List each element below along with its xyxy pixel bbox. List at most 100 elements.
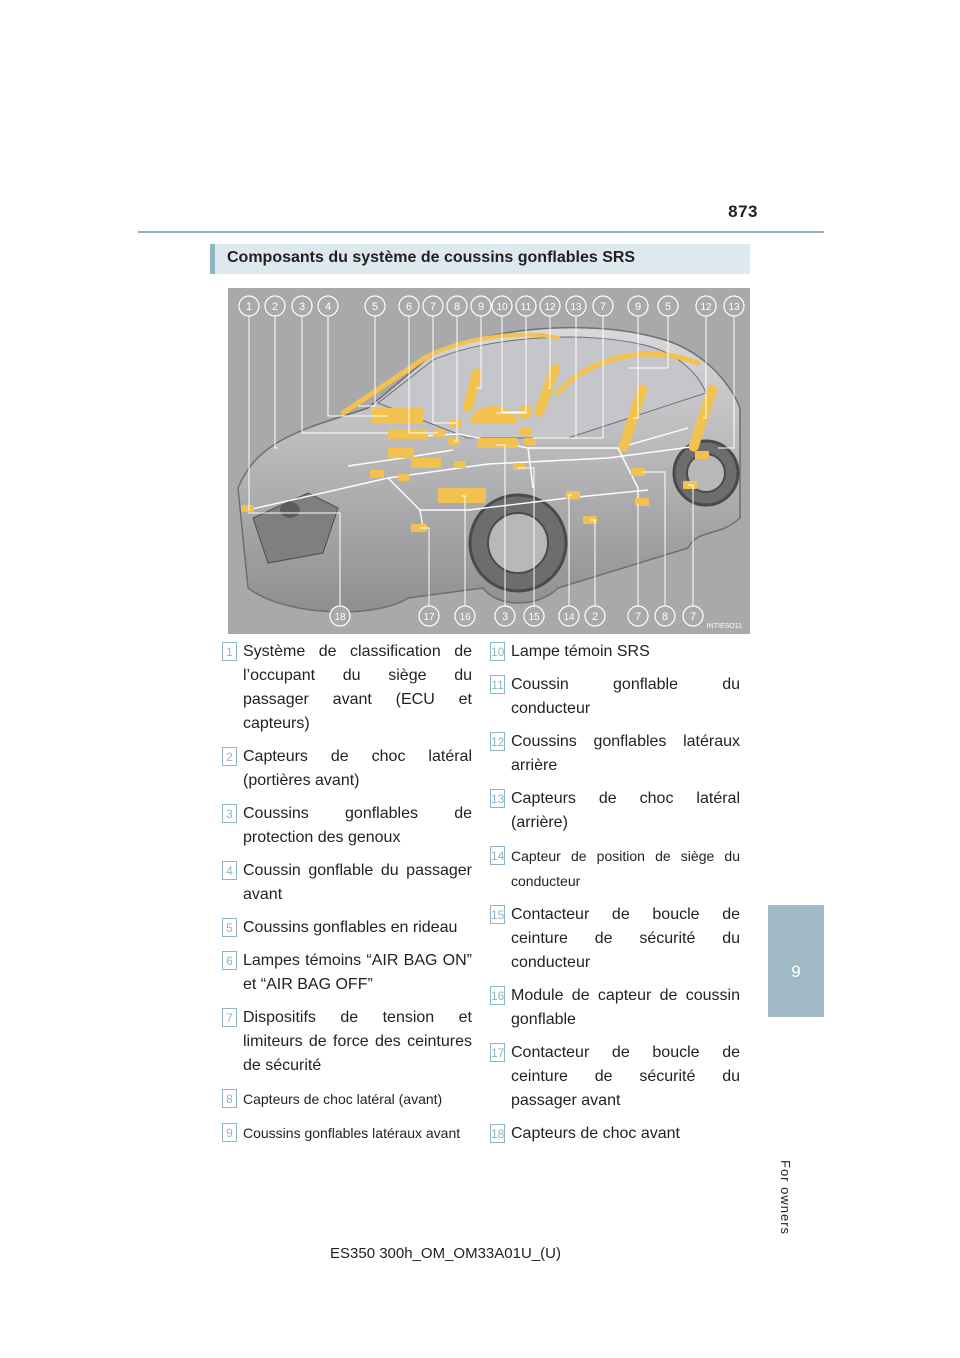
legend-text: Coussin gonflable du passager avant bbox=[243, 862, 472, 903]
callout-bottom: 15 bbox=[523, 605, 545, 627]
leader-line bbox=[408, 316, 438, 434]
page-number: 873 bbox=[728, 202, 758, 221]
callout-label: 9 bbox=[478, 301, 484, 313]
legend-text: Contacteur de boucle de ceinture de sécu… bbox=[511, 906, 740, 971]
leader-line bbox=[590, 519, 596, 606]
legend-number: 6 bbox=[222, 951, 237, 970]
car-windows bbox=[376, 336, 707, 439]
section-header: Composants du système de coussins gonfla… bbox=[210, 244, 750, 274]
callout-top: 4 bbox=[317, 295, 339, 317]
callout-top: 8 bbox=[446, 295, 468, 317]
legend-text: Module de capteur de coussin gonflable bbox=[511, 987, 740, 1028]
callout-top: 5 bbox=[657, 295, 679, 317]
legend-text: Coussins gonflables de protection des ge… bbox=[243, 805, 472, 846]
callout-bottom: 18 bbox=[329, 605, 351, 627]
callout-top: 11 bbox=[515, 295, 537, 317]
grille bbox=[252, 492, 339, 564]
legend-number: 11 bbox=[490, 675, 505, 694]
legend-item: 3 Coussins gonflables de protection des g… bbox=[222, 802, 472, 850]
legend-number: 2 bbox=[222, 747, 237, 766]
callout-bottom: 7 bbox=[682, 605, 704, 627]
legend-number: 5 bbox=[222, 918, 237, 937]
callout-bottom: 2 bbox=[584, 605, 606, 627]
leader-line bbox=[358, 316, 376, 407]
callout-bottom: 8 bbox=[654, 605, 676, 627]
callout-label: 13 bbox=[728, 302, 740, 313]
leader-line bbox=[718, 316, 735, 449]
callout-label: 7 bbox=[430, 301, 436, 313]
callout-top: 13 bbox=[723, 295, 745, 317]
chapter-label: For owners bbox=[778, 1160, 793, 1236]
callout-label: 15 bbox=[528, 612, 540, 623]
leader-line bbox=[501, 316, 526, 413]
leader-line bbox=[248, 512, 341, 606]
callout-label: 16 bbox=[459, 612, 471, 623]
callout-top: 1 bbox=[238, 295, 260, 317]
driver-airbag bbox=[470, 406, 518, 424]
legend-text: Lampes témoins “AIR BAG ON” et “AIR BAG … bbox=[243, 952, 472, 993]
callout-label: 8 bbox=[454, 301, 460, 313]
callout-label: 17 bbox=[423, 612, 435, 623]
callout-label: 7 bbox=[600, 301, 606, 313]
callout-bottom: 14 bbox=[558, 605, 580, 627]
leader-line bbox=[496, 316, 527, 414]
leader-line bbox=[432, 316, 456, 424]
callout-label: 8 bbox=[662, 611, 668, 623]
leader-line bbox=[568, 494, 572, 606]
callout-top: 9 bbox=[627, 295, 649, 317]
legend-text: Capteur de position de siège du conducte… bbox=[511, 848, 740, 889]
callout-label: 6 bbox=[406, 301, 412, 313]
legend-text: Capteurs de choc latéral (arrière) bbox=[511, 790, 740, 831]
callout-label: 10 bbox=[496, 302, 508, 313]
leader-line bbox=[538, 316, 604, 439]
callout-top: 2 bbox=[264, 295, 286, 317]
legend-number: 7 bbox=[222, 1008, 237, 1027]
callout-label: 5 bbox=[372, 301, 378, 313]
figure-code: INTIESO11 bbox=[706, 623, 742, 630]
callout-label: 11 bbox=[521, 302, 532, 313]
legend-number: 12 bbox=[490, 732, 505, 751]
callout-label: 7 bbox=[690, 611, 696, 623]
side-airbag-front-2 bbox=[534, 364, 560, 417]
callout-top: 12 bbox=[695, 295, 717, 317]
curtain-airbag-front bbox=[340, 353, 431, 416]
callout-top: 3 bbox=[291, 295, 313, 317]
legend-number: 13 bbox=[490, 789, 505, 808]
leader-line bbox=[548, 316, 551, 389]
footer-code: ES350 300h_OM_OM33A01U_(U) bbox=[330, 1245, 561, 1262]
callout-top: 7 bbox=[592, 295, 614, 317]
passenger-airbag bbox=[371, 408, 423, 424]
leader-line bbox=[301, 316, 388, 434]
legend-text: Contacteur de boucle de ceinture de sécu… bbox=[511, 1044, 740, 1109]
callout-top: 12 bbox=[539, 295, 561, 317]
section-title: Composants du système de coussins gonfla… bbox=[227, 249, 636, 266]
legend-number: 3 bbox=[222, 804, 237, 823]
legend-number: 10 bbox=[490, 642, 505, 661]
callout-label: 13 bbox=[570, 302, 582, 313]
callout-bottom: 3 bbox=[494, 605, 516, 627]
chapter-number: 9 bbox=[791, 962, 801, 981]
leader-line bbox=[688, 484, 694, 606]
legend-text: Capteurs de choc latéral (portières avan… bbox=[243, 748, 472, 789]
leader-line bbox=[420, 527, 430, 606]
callout-top: 5 bbox=[364, 295, 386, 317]
callout-label: 4 bbox=[325, 301, 331, 313]
leader-line bbox=[496, 444, 506, 606]
legend-text: Coussins gonflables latéraux avant bbox=[243, 1125, 461, 1141]
callout-top: 6 bbox=[398, 295, 420, 317]
legend-item: 13 Capteurs de choc latéral (arrière) bbox=[490, 787, 740, 835]
legend-number: 17 bbox=[490, 1043, 505, 1062]
callout-top: 10 bbox=[491, 295, 513, 317]
legend-item: 6 Lampes témoins “AIR BAG ON” et “AIR BAG… bbox=[222, 949, 472, 997]
legend-text: Capteurs de choc avant bbox=[511, 1125, 680, 1142]
